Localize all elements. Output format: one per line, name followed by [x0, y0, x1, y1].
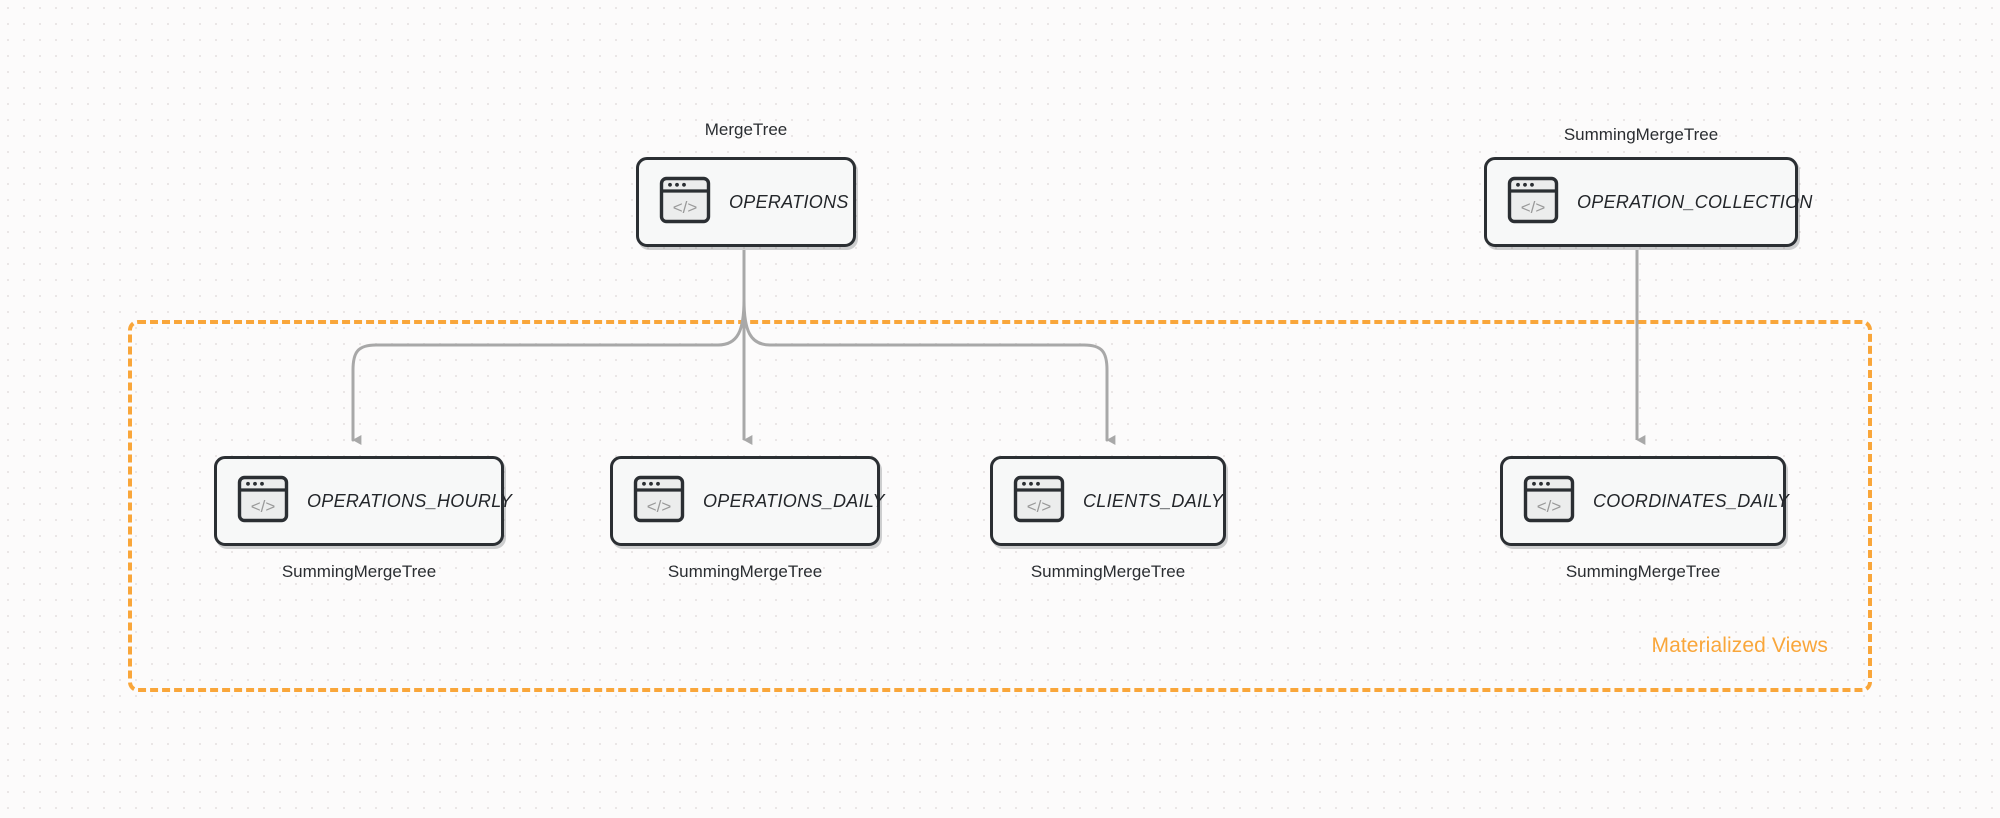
engine-caption-coordinates-daily: SummingMergeTree	[1565, 562, 1721, 581]
engine-caption-operations-hourly: SummingMergeTree	[281, 562, 437, 581]
node-clients-daily[interactable]: </> CLIENTS_DAILY	[990, 456, 1226, 546]
node-coordinates-daily[interactable]: </> COORDINATES_DAILY	[1500, 456, 1790, 546]
node-label: OPERATION_COLLECTION	[1577, 191, 1813, 212]
node-operations-daily[interactable]: </> OPERATIONS_DAILY	[610, 456, 885, 546]
code-window-icon: </>	[633, 475, 685, 528]
code-window-icon: </>	[237, 475, 289, 528]
svg-text:</>: </>	[1521, 198, 1546, 217]
node-label: CLIENTS_DAILY	[1083, 490, 1224, 511]
code-window-icon: </>	[1507, 176, 1559, 229]
node-label: COORDINATES_DAILY	[1593, 490, 1790, 511]
node-label: OPERATIONS_DAILY	[703, 490, 885, 511]
engine-caption-operations-daily: SummingMergeTree	[667, 562, 823, 581]
code-window-icon: </>	[659, 176, 711, 229]
node-label: OPERATIONS	[729, 191, 849, 212]
svg-text:</>: </>	[673, 198, 698, 217]
engine-caption-operation-collection: SummingMergeTree	[1563, 125, 1719, 144]
engine-caption-operations: MergeTree	[704, 120, 788, 139]
svg-text:</>: </>	[1027, 497, 1052, 516]
node-operations[interactable]: </> OPERATIONS	[636, 157, 856, 247]
svg-text:</>: </>	[251, 497, 276, 516]
code-window-icon: </>	[1523, 475, 1575, 528]
materialized-views-group-label: Materialized Views	[1651, 634, 1828, 657]
svg-text:</>: </>	[647, 497, 672, 516]
svg-text:</>: </>	[1537, 497, 1562, 516]
code-window-icon: </>	[1013, 475, 1065, 528]
engine-caption-clients-daily: SummingMergeTree	[1030, 562, 1186, 581]
node-operation-collection[interactable]: </> OPERATION_COLLECTION	[1484, 157, 1812, 247]
node-operations-hourly[interactable]: </> OPERATIONS_HOURLY	[214, 456, 512, 546]
node-label: OPERATIONS_HOURLY	[307, 490, 513, 511]
